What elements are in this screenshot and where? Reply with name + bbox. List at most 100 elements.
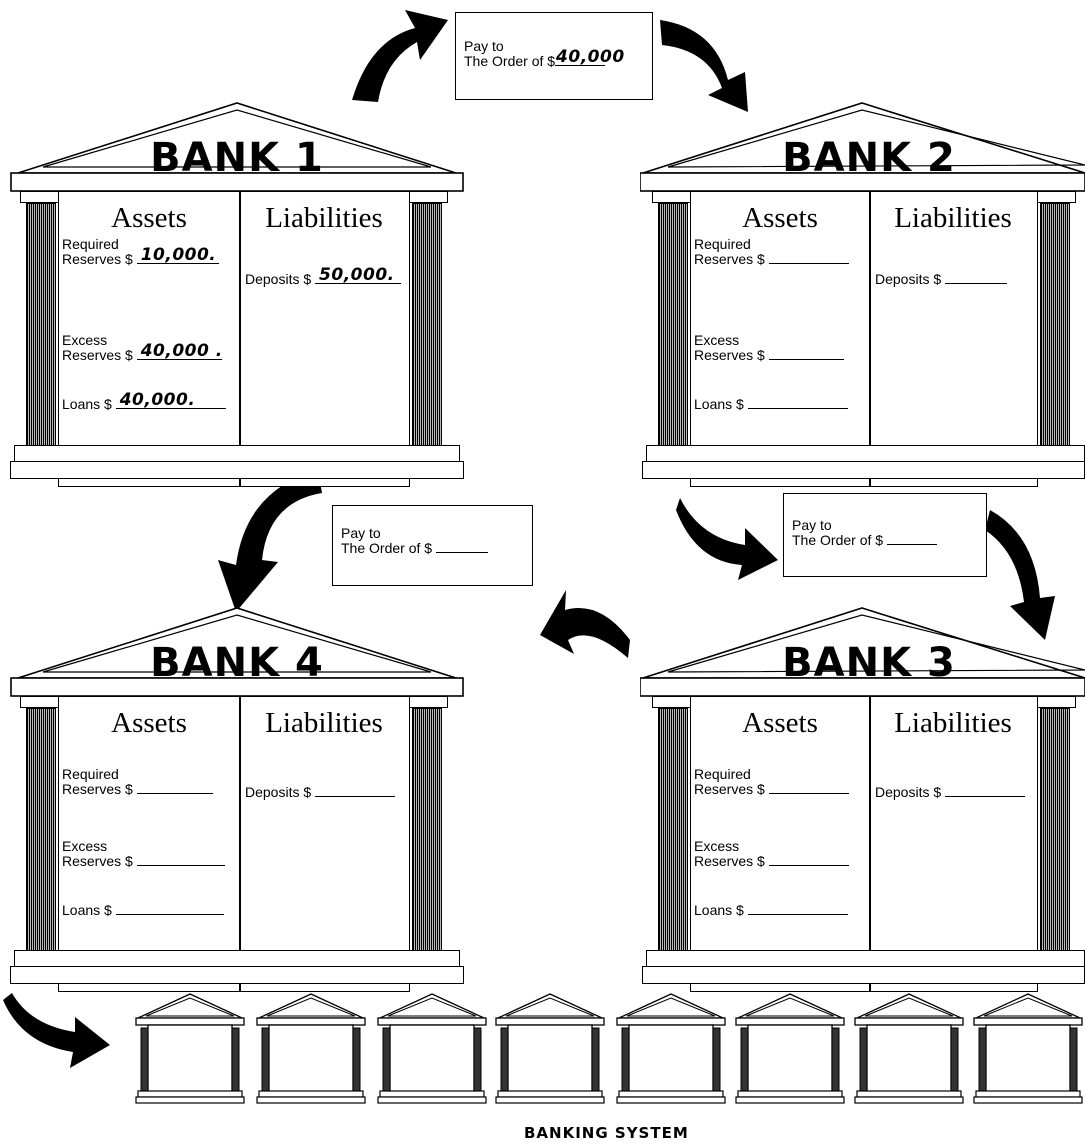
deposits-field[interactable] (315, 796, 396, 797)
column-capital (1034, 696, 1076, 708)
required-reserves-field[interactable]: 10,000. (136, 247, 219, 264)
bank-title: BANK 1 (150, 135, 324, 181)
mini-bank-building (377, 993, 487, 1104)
column-capital (652, 696, 694, 708)
column-capital (652, 191, 694, 203)
assets-heading: Assets (111, 202, 187, 234)
loans-label: Loans $ (694, 903, 848, 918)
excess-reserves-label: Excess Reserves $ (694, 839, 849, 869)
mini-bank-building (973, 993, 1083, 1104)
loans-label: Loans $ (694, 397, 848, 412)
balance-sheet: Assets Liabilities Required Reserves $ 1… (58, 191, 410, 487)
mini-bank-building (495, 993, 605, 1104)
check-amount-field[interactable] (886, 544, 937, 545)
bank-base (10, 461, 464, 479)
check-bank3-to-bank4: Pay to The Order of $ (332, 505, 533, 586)
column-right (1040, 708, 1070, 952)
bank-roof (640, 102, 1085, 192)
deposits-label: Deposits $ 50,000. (245, 267, 402, 287)
loans-field[interactable]: 40,000. (115, 392, 226, 409)
deposits-field[interactable] (945, 796, 1026, 797)
assets-heading: Assets (111, 707, 187, 739)
column-left (658, 708, 688, 952)
bank-roof (10, 102, 464, 192)
arrow-bank3-to-check (540, 590, 630, 658)
excess-reserves-field[interactable] (136, 865, 225, 866)
arrow-bank4-to-system (3, 993, 110, 1068)
assets-heading: Assets (742, 202, 818, 234)
column-left (26, 708, 56, 952)
liabilities-heading: Liabilities (894, 202, 1012, 234)
column-capital (20, 696, 62, 708)
mini-bank-building (735, 993, 845, 1104)
required-reserves-label: Required Reserves $ (62, 767, 213, 797)
loans-field[interactable] (747, 408, 848, 409)
check-pay-to: Pay to (341, 525, 381, 541)
excess-reserves-field[interactable] (768, 359, 844, 360)
column-capital (20, 191, 62, 203)
column-capital (406, 191, 448, 203)
bank-roof (10, 607, 464, 697)
liabilities-heading: Liabilities (265, 202, 383, 234)
deposits-label: Deposits $ (875, 272, 1008, 287)
arrow-bank1-to-check (352, 10, 448, 102)
balance-sheet: Assets Liabilities Required Reserves $ E… (690, 696, 1038, 992)
balance-sheet: Assets Liabilities Required Reserves $ E… (690, 191, 1038, 487)
check-amount-field[interactable] (435, 552, 488, 553)
liabilities-heading: Liabilities (894, 707, 1012, 739)
loans-field[interactable] (747, 914, 848, 915)
required-reserves-label: Required Reserves $ (694, 237, 849, 267)
check-pay-to: Pay to (792, 517, 832, 533)
bank-base (10, 966, 464, 984)
bank-title: BANK 4 (150, 640, 324, 686)
deposits-label: Deposits $ (245, 785, 396, 800)
mini-bank-building (616, 993, 726, 1104)
check-pay-to: Pay to (464, 38, 504, 54)
required-reserves-field[interactable] (768, 793, 849, 794)
column-capital (1034, 191, 1076, 203)
required-reserves-field[interactable] (768, 263, 849, 264)
check-bank1-to-bank2: Pay to The Order of $40,000 (455, 12, 653, 100)
assets-heading: Assets (742, 707, 818, 739)
balance-sheet: Assets Liabilities Required Reserves $ E… (58, 696, 410, 992)
banking-system-caption: BANKING SYSTEM (524, 1124, 689, 1142)
column-right (1040, 203, 1070, 447)
column-right (412, 708, 442, 952)
mini-bank-building (256, 993, 366, 1104)
bank-base (642, 966, 1085, 984)
bank-1: BANK 1 Assets Liabilities Required Reser… (8, 95, 466, 487)
arrow-bank2-to-check (676, 498, 778, 580)
column-divider (869, 697, 871, 991)
bank-title: BANK 3 (782, 640, 956, 686)
column-right (412, 203, 442, 447)
bank-4: BANK 4 Assets Liabilities Required Reser… (8, 600, 466, 992)
deposits-field[interactable] (945, 283, 1008, 284)
column-left (658, 203, 688, 447)
excess-reserves-field[interactable]: 40,000 . (136, 343, 222, 360)
excess-reserves-label: Excess Reserves $ (694, 333, 844, 363)
column-capital (406, 696, 448, 708)
excess-reserves-field[interactable] (768, 865, 849, 866)
mini-bank-building (135, 993, 245, 1104)
loans-label: Loans $ 40,000. (62, 392, 226, 412)
liabilities-heading: Liabilities (265, 707, 383, 739)
check-order-of: The Order of $ (341, 541, 488, 556)
required-reserves-label: Required Reserves $ 10,000. (62, 237, 219, 267)
bank-base (642, 461, 1085, 479)
loans-field[interactable] (115, 914, 224, 915)
bank-title: BANK 2 (782, 135, 956, 181)
deposits-label: Deposits $ (875, 785, 1026, 800)
required-reserves-label: Required Reserves $ (694, 767, 849, 797)
column-left (26, 203, 56, 447)
check-amount-field[interactable]: 40,000 (555, 47, 625, 67)
arrow-check-to-bank2 (660, 20, 748, 112)
check-bank2-to-bank3: Pay to The Order of $ (783, 493, 987, 577)
deposits-field[interactable]: 50,000. (315, 267, 402, 284)
arrow-check-to-bank4 (218, 470, 322, 612)
required-reserves-field[interactable] (136, 793, 213, 794)
loans-label: Loans $ (62, 903, 224, 918)
bank-2: BANK 2 Assets Liabilities Required Reser… (640, 95, 1085, 487)
column-divider (239, 192, 241, 486)
excess-reserves-label: Excess Reserves $ 40,000 . (62, 332, 223, 363)
